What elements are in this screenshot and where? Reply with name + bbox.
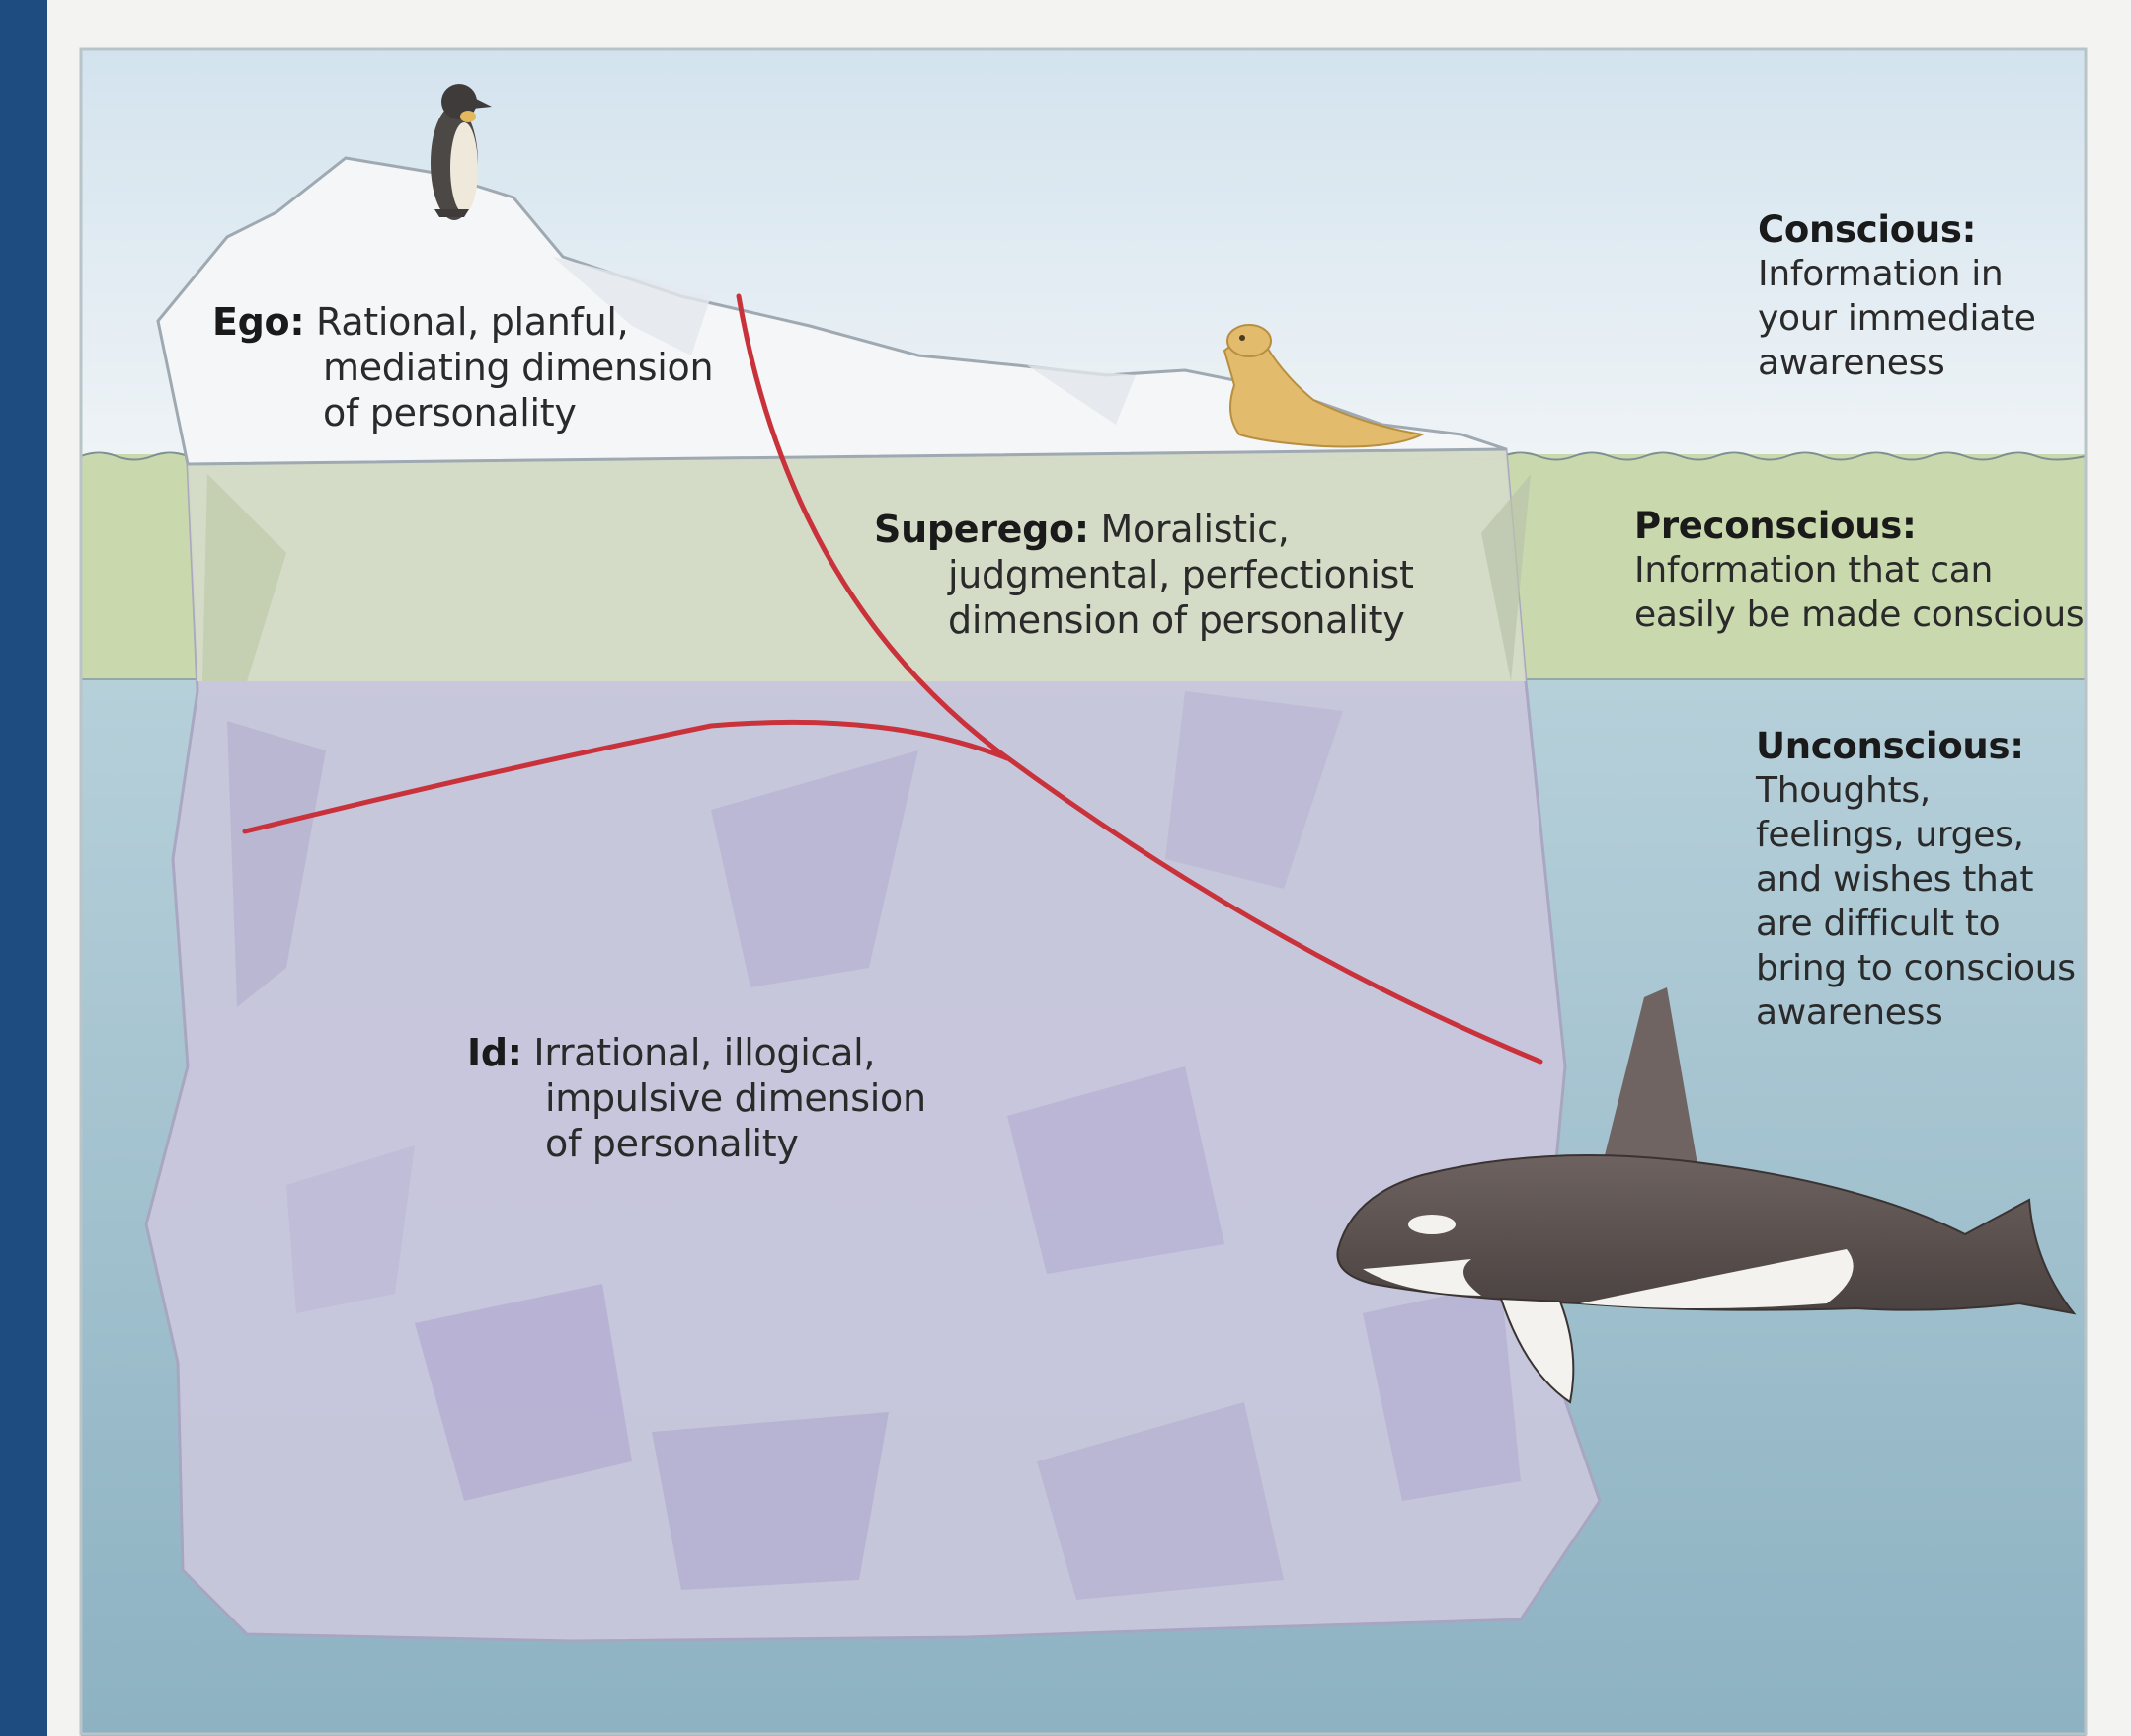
superego-label: Superego: Moralistic, judgmental, perfec… bbox=[874, 507, 1414, 643]
conscious-title: Conscious: bbox=[1758, 207, 2036, 252]
conscious-line-1: Information in bbox=[1758, 252, 2036, 296]
superego-line-1: Moralistic, bbox=[1101, 508, 1290, 551]
id-label: Id: Irrational, illogical, impulsive dim… bbox=[467, 1030, 926, 1166]
id-line-1: Irrational, illogical, bbox=[533, 1031, 875, 1074]
ego-term: Ego: bbox=[212, 300, 304, 344]
ego-label: Ego: Rational, planful, mediating dimens… bbox=[212, 299, 713, 435]
conscious-line-3: awareness bbox=[1758, 341, 2036, 385]
conscious-label: Conscious: Information in your immediate… bbox=[1758, 207, 2036, 385]
id-term: Id: bbox=[467, 1031, 522, 1074]
preconscious-label: Preconscious: Information that can easil… bbox=[1634, 504, 2084, 637]
unconscious-label: Unconscious: Thoughts, feelings, urges, … bbox=[1756, 724, 2076, 1035]
superego-line-2: judgmental, perfectionist bbox=[874, 552, 1414, 597]
superego-term: Superego: bbox=[874, 508, 1089, 551]
preconscious-line-2: easily be made conscious bbox=[1634, 592, 2084, 637]
id-line-3: of personality bbox=[467, 1121, 926, 1166]
conscious-line-2: your immediate bbox=[1758, 296, 2036, 341]
unconscious-line-5: bring to conscious bbox=[1756, 946, 2076, 990]
unconscious-line-2: feelings, urges, bbox=[1756, 813, 2076, 857]
superego-line-3: dimension of personality bbox=[874, 597, 1414, 643]
unconscious-line-1: Thoughts, bbox=[1756, 768, 2076, 813]
preconscious-line-1: Information that can bbox=[1634, 548, 2084, 592]
preconscious-title: Preconscious: bbox=[1634, 504, 2084, 548]
ego-line-2: mediating dimension bbox=[212, 345, 713, 390]
ego-line-1: Rational, planful, bbox=[316, 300, 628, 344]
unconscious-title: Unconscious: bbox=[1756, 724, 2076, 768]
unconscious-line-6: awareness bbox=[1756, 990, 2076, 1035]
id-line-2: impulsive dimension bbox=[467, 1075, 926, 1121]
unconscious-line-3: and wishes that bbox=[1756, 857, 2076, 902]
unconscious-line-4: are difficult to bbox=[1756, 902, 2076, 946]
ego-line-3: of personality bbox=[212, 390, 713, 435]
